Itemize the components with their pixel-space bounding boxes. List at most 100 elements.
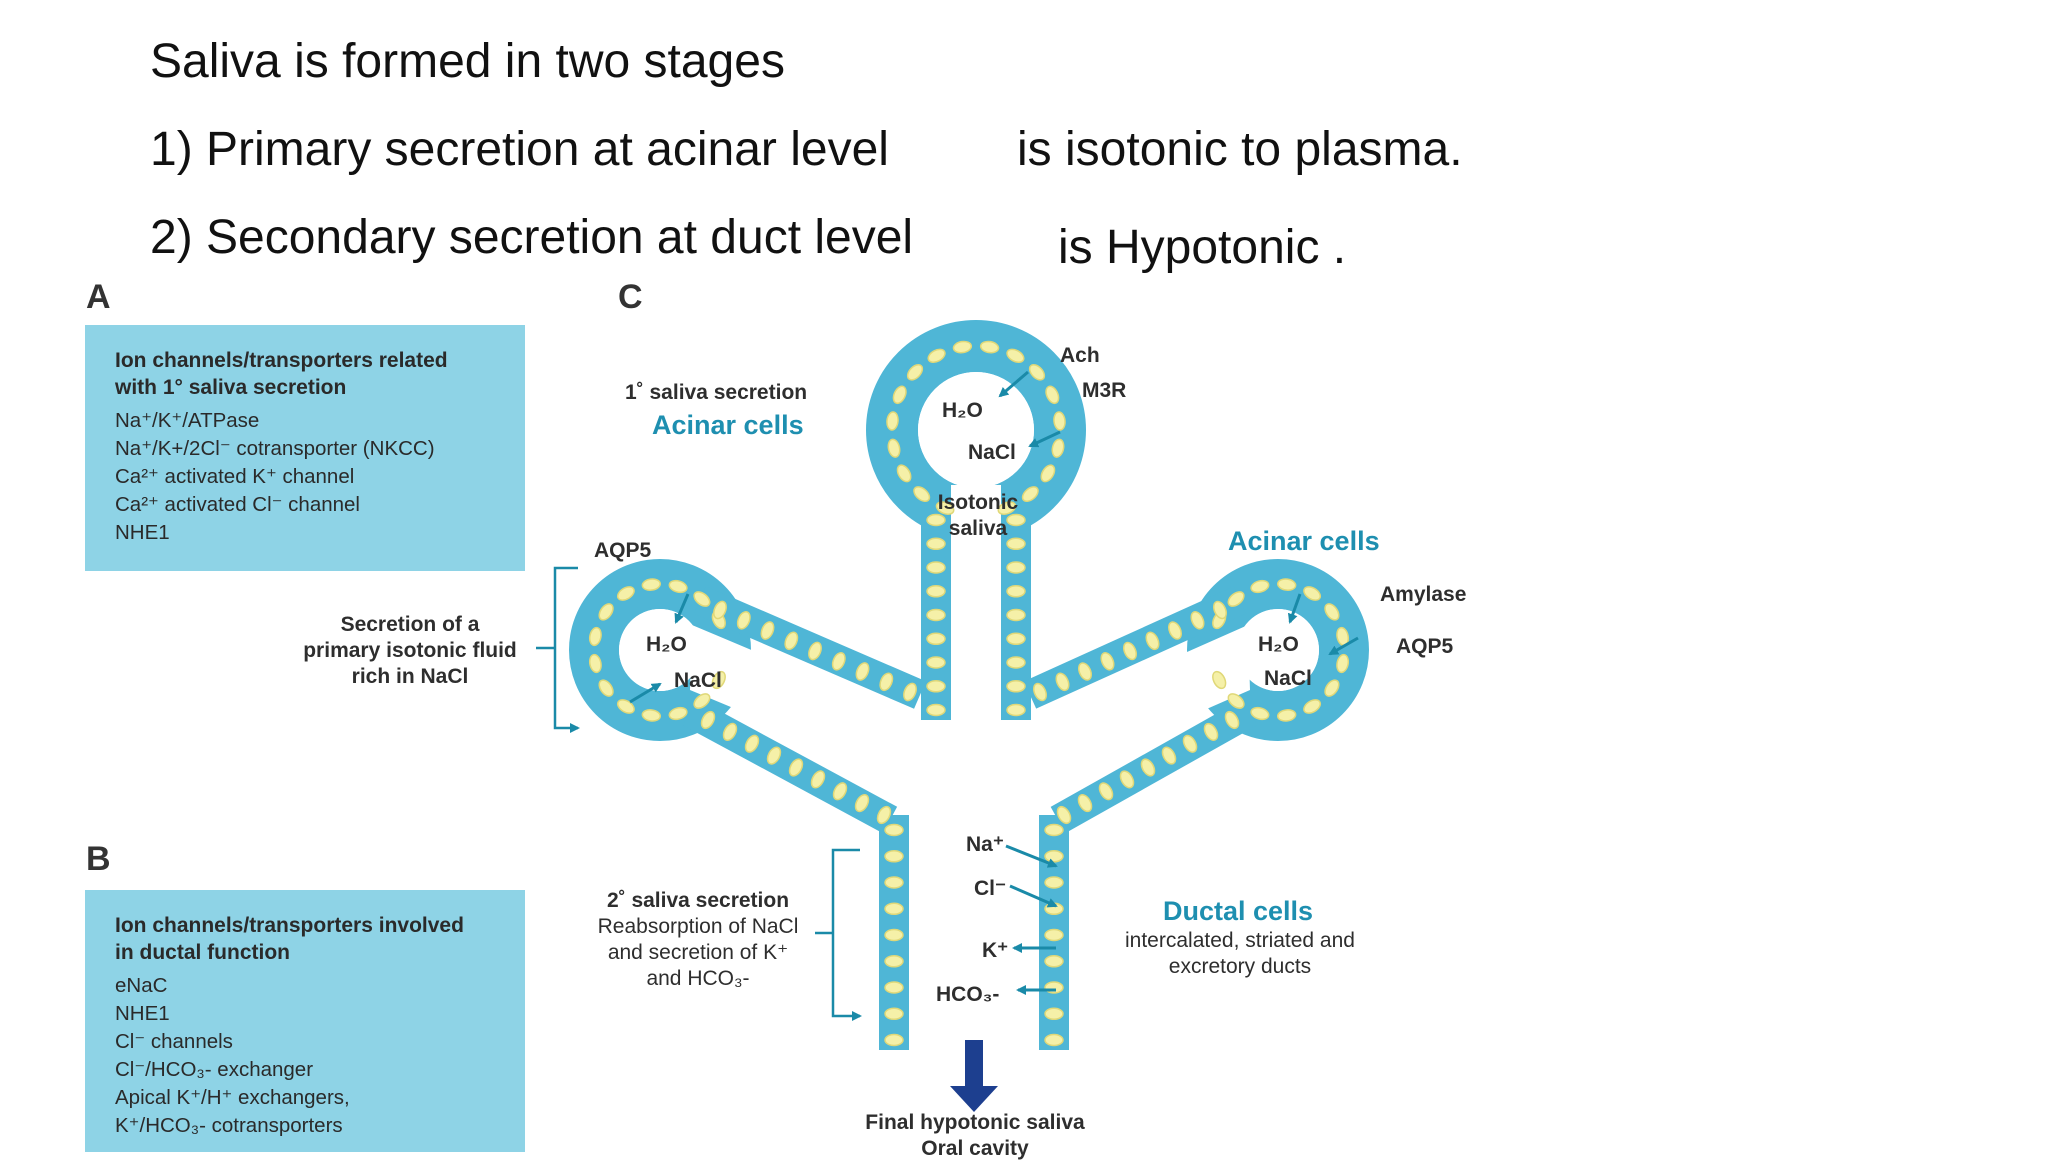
ductal-line-1: intercalated, striated and <box>1125 929 1355 952</box>
cell-nucleus <box>1055 672 1070 692</box>
left-nacl-arrow <box>629 682 662 704</box>
cell-nucleus <box>831 652 846 671</box>
cell-nucleus <box>616 586 635 601</box>
cell-nucleus <box>1021 486 1039 503</box>
cell-nucleus <box>1190 611 1205 630</box>
isotonic-line-2: saliva <box>948 517 1008 540</box>
cell-nucleus <box>1045 385 1060 405</box>
secondary-line-4: and HCO₃- <box>646 967 750 990</box>
cell-nucleus <box>906 363 924 381</box>
secretion-line-2: primary isotonic fluid <box>303 639 517 662</box>
cell-nucleus <box>598 679 614 697</box>
isotonic-saliva-label: Isotonic saliva <box>928 490 1028 542</box>
cell-nucleus <box>1212 670 1227 690</box>
cell-nucleus <box>926 537 946 551</box>
cell-nucleus <box>1006 513 1026 527</box>
box-a-heading-line-1: Ion channels/transporters related <box>115 349 448 372</box>
right-aqp5-arrow <box>1328 636 1359 656</box>
top-nacl-label: NaCl <box>968 441 1016 464</box>
cell-nucleus <box>598 603 614 621</box>
box-a-primary-transporters: Ion channels/transporters related with 1… <box>85 325 525 571</box>
stage-2-text: 2) Secondary secretion at duct level <box>150 211 914 264</box>
cell-nucleus <box>1006 537 1026 551</box>
cell-nucleus <box>588 653 602 674</box>
cell-nucleus <box>926 680 946 693</box>
cell-nucleus <box>1168 621 1182 640</box>
cell-nucleus <box>997 501 1017 515</box>
cell-nucleus <box>1006 703 1026 717</box>
cell-nucleus <box>1078 662 1092 681</box>
cell-nucleus <box>1044 1007 1064 1021</box>
cell-nucleus <box>736 611 751 630</box>
box-b-item: Cl⁻/HCO₃- exchanger <box>115 1058 314 1081</box>
primary-secretion-label: 1˚ saliva secretion <box>625 381 808 404</box>
cell-nucleus <box>713 600 727 620</box>
aqp5-left-label: AQP5 <box>594 539 652 562</box>
cell-nucleus <box>884 1007 904 1021</box>
cell-nucleus <box>1276 709 1297 722</box>
cell-nucleus <box>1140 758 1156 777</box>
ion-k-label: K⁺ <box>982 939 1009 962</box>
box-b-ductal-transporters: Ion channels/transporters involved in du… <box>85 890 525 1152</box>
box-a-item: Ca²⁺ activated K⁺ channel <box>115 465 355 488</box>
cell-nucleus <box>1006 585 1026 598</box>
cell-nucleus <box>926 608 946 622</box>
box-b-heading-line-1: Ion channels/transporters involved <box>115 914 464 937</box>
cell-nucleus <box>884 823 904 837</box>
cell-nucleus <box>1044 955 1064 968</box>
cell-nucleus <box>1119 770 1135 789</box>
cell-nucleus <box>711 670 726 690</box>
final-line-1: Final hypotonic saliva <box>865 1111 1085 1134</box>
cell-nucleus <box>832 782 848 801</box>
aqp5-right-label: AQP5 <box>1396 635 1454 658</box>
cell-nucleus <box>913 486 931 503</box>
cell-nucleus <box>892 385 907 405</box>
left-h2o-label: H₂O <box>646 633 687 656</box>
cell-nucleus <box>784 631 799 651</box>
ion-hco3-label: HCO₃- <box>936 983 1000 1006</box>
acinar-cells-right-label: Acinar cells <box>1228 526 1380 556</box>
tissue-lumen <box>619 372 1319 1065</box>
panel-letter-b: B <box>86 840 111 878</box>
brackets <box>536 566 862 1021</box>
isotonic-line-1: Isotonic <box>937 491 1019 514</box>
cell-nucleus <box>1044 928 1064 942</box>
cell-nucleus <box>884 850 904 863</box>
ductal-cells-title: Ductal cells <box>1163 896 1314 926</box>
ductal-line-2: excretory ducts <box>1168 955 1312 978</box>
cell-nucleus <box>926 703 946 717</box>
cell-nucleus <box>616 699 635 714</box>
cell-nucleus <box>884 955 904 968</box>
cell-nucleus <box>979 340 1000 354</box>
cell-nucleus <box>641 709 662 722</box>
ach-arrow <box>998 370 1029 398</box>
box-a-item: Ca²⁺ activated Cl⁻ channel <box>115 493 360 516</box>
top-h2o-label: H₂O <box>942 399 983 422</box>
slide-title: Saliva is formed in two stages <box>150 35 785 88</box>
cell-nucleus <box>744 734 760 753</box>
amylase-label: Amylase <box>1380 583 1467 606</box>
ion-cl-label: Cl⁻ <box>974 877 1007 900</box>
right-h2o-arrow <box>1287 593 1302 624</box>
box-b-heading-line-2: in ductal function <box>115 941 290 964</box>
right-h2o-label: H₂O <box>1258 633 1299 656</box>
box-b-item: NHE1 <box>115 1002 170 1025</box>
cell-nucleus <box>1324 679 1340 697</box>
cell-nucleus <box>886 411 899 431</box>
cell-nucleus <box>1006 680 1026 693</box>
cell-nucleus <box>1303 586 1322 601</box>
cell-nucleus <box>952 340 973 354</box>
left-h2o-arrow <box>674 593 690 624</box>
cell-nucleus <box>1182 734 1198 753</box>
cell-nucleus <box>1203 722 1219 741</box>
ductal-cells-description: intercalated, striated and excretory duc… <box>1110 928 1370 980</box>
cell-nucleus <box>1077 794 1093 813</box>
cell-nucleus <box>808 641 822 661</box>
cell-nucleus <box>887 438 901 458</box>
cell-nucleus <box>854 794 870 813</box>
box-b-item: Cl⁻ channels <box>115 1030 233 1053</box>
secretion-line-3: rich in NaCl <box>351 665 469 688</box>
cell-nucleus <box>1006 656 1026 669</box>
cell-nucleus <box>926 561 946 574</box>
cell-nucleus <box>1044 823 1064 837</box>
